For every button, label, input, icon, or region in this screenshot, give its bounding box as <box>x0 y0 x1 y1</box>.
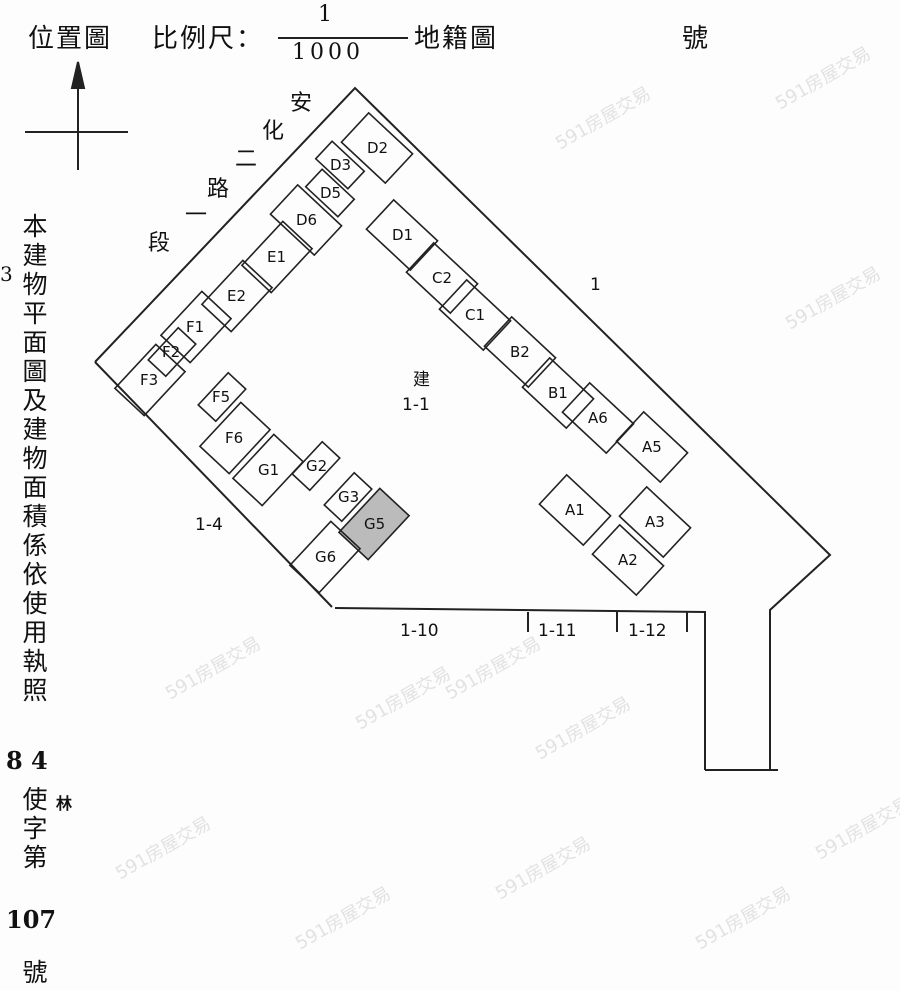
north-arrow-icon <box>25 61 128 170</box>
parcel-1-12: 1-12 <box>628 621 667 641</box>
permit-chars: 使字第 <box>22 785 48 872</box>
parcel-1-11: 1-11 <box>538 621 577 641</box>
parcel-1-1: 1-1 <box>402 395 430 415</box>
side-note-text: 本建物平面圖及建物面積係依使用執照 <box>22 212 48 705</box>
parcel-1-10: 1-10 <box>400 621 439 641</box>
watermark: 591房屋交易 <box>442 633 545 704</box>
lot-left-boundary <box>94 361 333 608</box>
watermark: 591房屋交易 <box>532 693 635 764</box>
unit-outline <box>240 220 314 294</box>
unit-label: G2 <box>306 457 327 475</box>
unit-label: G1 <box>258 461 279 479</box>
watermark: 591房屋交易 <box>112 813 215 884</box>
unit-outline <box>159 290 233 364</box>
parcel-1: 1 <box>590 275 601 295</box>
unit-label: E2 <box>227 287 246 305</box>
svg-text:段: 段 <box>148 231 170 256</box>
unit-label: G3 <box>338 488 359 506</box>
watermark: 591房屋交易 <box>782 263 885 334</box>
unit-outline <box>615 410 689 484</box>
handwritten-mark: 林 <box>56 794 73 813</box>
unit-label: A3 <box>645 513 665 531</box>
number-suffix: 號 <box>682 24 711 54</box>
unit-label: D1 <box>392 226 413 244</box>
unit-label: F5 <box>212 388 230 406</box>
unit-outline <box>269 183 343 257</box>
unit-label: A2 <box>618 551 638 569</box>
unit-label: A1 <box>565 501 585 519</box>
svg-text:路: 路 <box>207 177 229 202</box>
unit-outline <box>483 315 557 389</box>
unit-label: F6 <box>225 429 243 447</box>
building-char: 建 <box>413 370 430 390</box>
unit-outline <box>365 198 439 272</box>
margin-mark: 3 <box>0 262 13 286</box>
unit-outline <box>314 140 366 190</box>
unit-label: D6 <box>296 211 317 229</box>
watermark: 591房屋交易 <box>492 833 595 904</box>
watermark: 591房屋交易 <box>162 633 265 704</box>
svg-text:二: 二 <box>235 147 257 172</box>
location-map-heading: 位置圖 <box>28 24 113 54</box>
unit-label: B2 <box>510 343 530 361</box>
unit-label: D2 <box>367 139 388 157</box>
permit-suffix: 號 <box>22 958 48 987</box>
scale-numerator: 1 <box>318 2 334 27</box>
lot-boundary <box>94 86 832 770</box>
scale-label: 比例尺： <box>152 24 265 54</box>
unit-label: G5 <box>364 515 385 533</box>
watermark: 591房屋交易 <box>812 793 900 864</box>
unit-outline <box>304 168 356 218</box>
watermark: 591房屋交易 <box>352 663 455 734</box>
unit-outline <box>340 111 414 185</box>
unit-outline <box>291 440 341 492</box>
permit-year: 8 4 <box>6 746 48 775</box>
unit-label: G6 <box>315 548 336 566</box>
svg-text:安: 安 <box>290 91 312 116</box>
scale-fraction-bar <box>278 37 408 39</box>
unit-label: B1 <box>548 384 568 402</box>
unit-label: A5 <box>642 438 662 456</box>
svg-text:化: 化 <box>262 119 284 144</box>
unit-outline <box>618 485 692 559</box>
unit-label: E1 <box>267 248 286 266</box>
unit-outline <box>198 401 272 475</box>
unit-outline <box>200 259 274 333</box>
watermark: 591房屋交易 <box>772 43 875 114</box>
unit-outline <box>591 523 665 597</box>
unit-label: F2 <box>162 343 180 361</box>
unit-outline <box>113 343 187 417</box>
unit-label: D5 <box>320 184 341 202</box>
svg-text:一: 一 <box>185 203 207 228</box>
unit-label: D3 <box>330 156 351 174</box>
unit-outline <box>538 473 612 547</box>
cadastral-map-heading: 地籍圖 <box>414 24 499 54</box>
unit-outline <box>438 278 512 352</box>
unit-outline <box>231 433 305 507</box>
unit-label: C2 <box>432 269 452 287</box>
unit-outline <box>337 487 411 561</box>
unit-outline <box>405 241 479 315</box>
watermark: 591房屋交易 <box>552 83 655 154</box>
unit-outline <box>197 371 247 423</box>
unit-label: A6 <box>588 409 608 427</box>
unit-outline <box>147 326 197 378</box>
unit-outline <box>323 471 373 523</box>
unit-label: F1 <box>186 318 204 336</box>
unit-label: C1 <box>465 306 485 324</box>
scale-denominator: 1000 <box>292 40 364 65</box>
unit-outline <box>288 520 362 594</box>
permit-number: 107 <box>6 905 57 934</box>
unit-label: F3 <box>140 371 158 389</box>
watermark: 591房屋交易 <box>292 883 395 954</box>
road-name: 段 一 路 二 化 安 <box>148 91 312 256</box>
unit-outline <box>521 356 595 430</box>
parcel-1-4: 1-4 <box>195 515 223 535</box>
watermark: 591房屋交易 <box>692 883 795 954</box>
